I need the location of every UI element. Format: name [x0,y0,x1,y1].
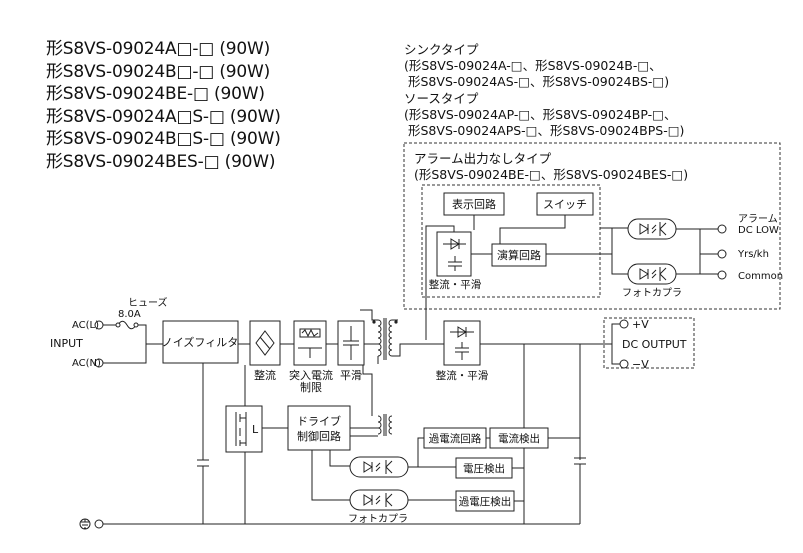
current-detect-label: 電流検出 [498,432,540,445]
photocoupler-label-upper: フォトカプラ [622,287,682,299]
mosfet-icon [235,412,247,446]
inductor-l-label: L [252,423,259,436]
noise-filter-label: ノイズフィルタ [162,335,238,349]
transformer-icon [372,318,398,360]
model-line: 形S8VS-09024A□S-□ (90W) [46,106,281,127]
source-type-title: ソースタイプ [404,91,479,106]
switching-element-block [225,405,263,453]
model-line: 形S8VS-09024B□-□ (90W) [46,61,271,82]
source-type-models-2: 形S8VS-09024APS-□、形S8VS-09024BPS-□) [408,123,685,138]
fuse-terminal [115,322,121,328]
smoothing-label: 平滑 [340,369,362,382]
common-terminal [717,270,727,280]
overcurrent-label: 過電流回路 [429,432,482,445]
upper-rectifier-block [436,231,472,277]
voltage-detect-label: 電圧検出 [463,462,505,475]
main-rectifier-label: 整流・平滑 [436,369,489,382]
sink-type-title: シンクタイプ [404,42,479,57]
ground-icon [79,518,91,530]
drive-control-block [287,405,351,451]
drive-label-2: 制御回路 [297,429,341,443]
fuse-rating-label: 8.0A [118,309,141,320]
plus-v-terminal [619,319,629,329]
minus-v-terminal [619,359,629,369]
common-label: Common [738,271,783,282]
plus-v-label: +V [632,318,649,331]
photocoupler-label-lower: フォトカプラ [348,513,408,525]
model-line: 形S8VS-09024A□-□ (90W) [46,39,271,59]
photocoupler-icon [627,218,677,240]
diode-icon [443,238,466,271]
dc-low-label: DC LOW [738,225,779,236]
calc-circuit-block [491,243,547,267]
ground-terminal [94,519,104,529]
yrs-kh-terminal [717,249,727,259]
switch-label: スイッチ [543,198,587,211]
sink-type-models-2: 形S8VS-09024AS-□、形S8VS-09024BS-□) [408,74,670,89]
alarm-dc-low-terminal [717,224,727,234]
input-label: INPUT [50,337,83,350]
display-circuit-label: 表示回路 [452,197,496,211]
model-line: 形S8VS-09024B□S-□ (90W) [46,129,281,149]
inrush-limit-block [293,320,327,366]
drive-label-1: ドライブ [297,414,341,428]
inrush-label-1: 突入電流 [289,368,333,382]
noalarm-type-models: (形S8VS-09024BE-□、形S8VS-09024BES-□) [414,167,689,182]
yrs-kh-label: Yrs/kh [737,249,769,260]
model-line: 形S8VS-09024BES-□ (90W) [46,151,276,172]
noalarm-type-title: アラーム出力なしタイプ [414,151,552,166]
fuse-label: ヒューズ [128,296,168,309]
photocoupler-icon [349,456,409,478]
bridge-rectifier-icon [255,330,275,356]
output-capacitor-icon [574,457,586,465]
fuse-terminal [133,322,139,328]
ac-n-label: AC(N) [72,358,101,369]
diode-icon [450,326,474,338]
model-list: 形S8VS-09024A□-□ (90W) 形S8VS-09024B□-□ (9… [46,38,281,173]
type-dashed-frame [403,142,781,310]
capacitor-icon [343,326,359,360]
sink-type-models-1: (形S8VS-09024A-□、形S8VS-09024B-□、 [404,58,662,73]
noise-filter-block [162,320,239,364]
upper-rectifier-label: 整流・平滑 [429,278,482,291]
minus-v-label: −V [632,358,649,371]
overvoltage-detect-label: 過電圧検出 [459,495,512,508]
photocoupler-icon [349,489,409,511]
source-type-models-1: (形S8VS-09024AP-□、形S8VS-09024BP-□、 [404,107,677,122]
alarm-label: アラーム [738,213,778,225]
model-line: 形S8VS-09024BE-□ (90W) [46,84,265,104]
calc-circuit-label: 演算回路 [497,248,541,262]
photocoupler-icon [627,263,677,285]
dc-output-frame [603,317,695,369]
ac-l-label: AC(L) [72,320,99,331]
dc-output-label: DC OUTPUT [622,338,687,351]
rectifier-label: 整流 [254,368,276,382]
transformer-icon [377,414,393,436]
inrush-label-2: 制限 [300,381,322,394]
fuse-icon [117,320,137,330]
